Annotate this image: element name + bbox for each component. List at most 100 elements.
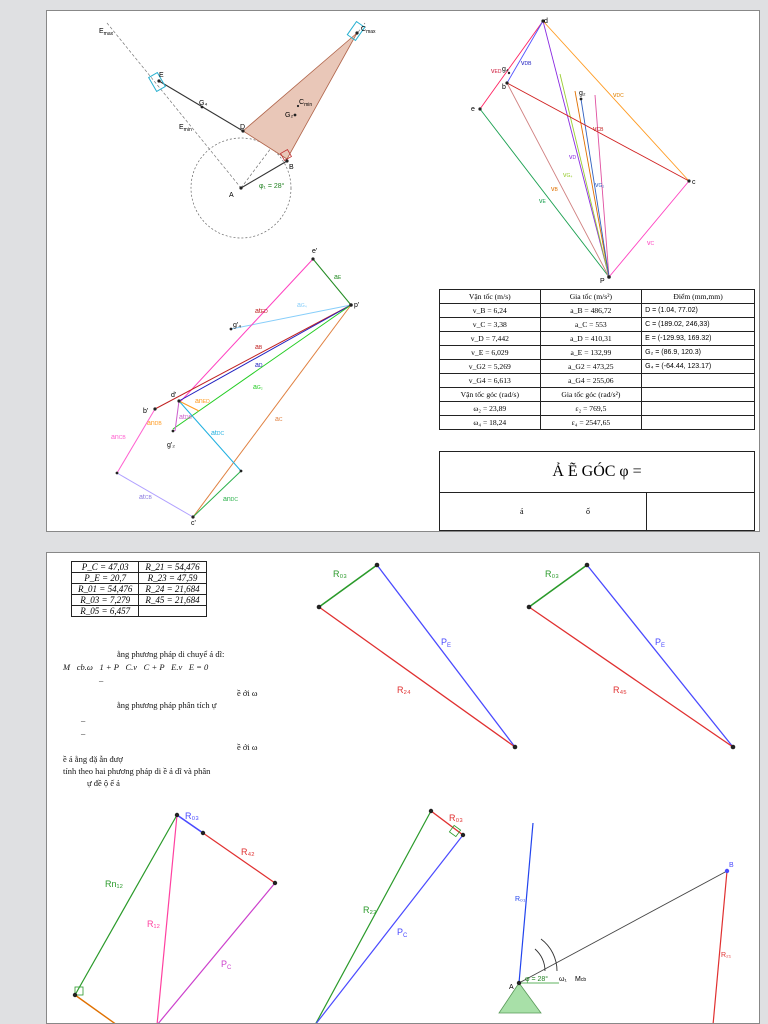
svg-text:vED: vED	[491, 68, 502, 75]
slider-b	[279, 148, 293, 162]
svg-text:vCB: vCB	[593, 126, 604, 133]
svg-text:atDB: atDB	[179, 414, 192, 421]
label-emin: E	[179, 124, 184, 131]
label-r24: R₂₄	[397, 685, 411, 695]
point-g4	[200, 105, 204, 109]
label-r03-3: R₀₃	[185, 811, 199, 821]
label-rn12: Rn₁₂	[105, 879, 124, 889]
svg-text:atED: atED	[255, 308, 268, 315]
point-e	[157, 79, 161, 83]
label-r12: R₁₂	[147, 919, 161, 929]
force-polygon-4: R₀₃ R₂₃ PC	[315, 808, 466, 1023]
svg-text:PC: PC	[221, 959, 232, 971]
svg-text:atDC: atDC	[211, 430, 224, 437]
label-r23: R₂₃	[363, 905, 377, 915]
point-c	[355, 31, 359, 35]
svg-text:vG₂: vG₂	[595, 182, 604, 189]
text-line: ằng phương pháp di chuyể á dĩ:	[117, 649, 225, 659]
acc-label-e: e'	[312, 248, 317, 255]
point-a	[239, 186, 243, 190]
svg-text:aG₂: aG₂	[253, 384, 263, 391]
label-r45: R₄₅	[613, 685, 627, 695]
svg-text:Mcb: Mcb	[575, 976, 586, 983]
table-angular-header-row: Vận tốc góc (rad/s)Gia tốc góc (rad/s²)	[439, 387, 755, 402]
label-r42: R₄₂	[241, 847, 255, 857]
signature-block: ả ố	[439, 493, 755, 531]
page-1: Emax Emin E G₄ D Cmax Cmin G₂ B A φ₁ = 2…	[46, 10, 760, 532]
text-line: –	[81, 728, 86, 738]
crank-circle	[190, 137, 292, 239]
slider-e	[147, 71, 167, 93]
svg-text:atCB: atCB	[139, 494, 152, 501]
link-de	[158, 80, 244, 132]
point-b	[285, 159, 289, 163]
point-d	[241, 129, 245, 133]
svg-text:Emin: Emin	[179, 124, 192, 133]
svg-text:Cmax: Cmax	[361, 26, 376, 35]
slider-guide-line	[106, 22, 242, 189]
label-r03-2: R₀₃	[545, 569, 559, 579]
label-b: B	[289, 164, 294, 171]
vel-label-g4: g₄	[502, 66, 509, 73]
text-line: –	[99, 675, 104, 685]
crank-ab	[240, 160, 288, 189]
link-2-triangle	[242, 32, 358, 160]
vel-label-c: c	[692, 179, 696, 186]
acc-label-b: b'	[143, 408, 148, 415]
svg-text:anED: anED	[195, 398, 210, 405]
text-line: tính theo hai phương pháp di ề ả dĩ và p…	[63, 766, 211, 776]
force-polygon-1: R₀₃ PE R₂₄	[316, 562, 518, 750]
svg-text:anCB: anCB	[111, 434, 126, 441]
label-phi: φ₁ = 28°	[259, 182, 285, 190]
label-omega1: ω₁	[559, 976, 567, 983]
svg-text:PE: PE	[655, 637, 665, 649]
label-r01: R₀₁	[515, 896, 526, 903]
point-g2	[293, 113, 297, 117]
label-g2: G₂	[285, 112, 293, 119]
label-cmin: C	[299, 99, 304, 106]
table-row: R_05 = 6,457	[70, 605, 207, 617]
label-b-page2: B	[729, 862, 734, 869]
svg-text:anDC: anDC	[223, 496, 238, 503]
svg-text:vD: vD	[569, 154, 577, 161]
svg-text:aC: aC	[275, 416, 283, 423]
force-polygon-3: R₀₃ R₄₂ Rn₁₂ R₁₂ PC	[72, 811, 278, 1023]
svg-text:Cmin: Cmin	[299, 99, 312, 108]
text-line: ự đề ộ ế ả	[87, 778, 120, 788]
equation-line: M⃗cb.ω⃗1 + P⃗C.v⃗C + P⃗E.v⃗E = 0	[63, 662, 209, 672]
svg-text:vG₄: vG₄	[563, 172, 572, 179]
mechanism-diagram: Emax Emin E G₄ D Cmax Cmin G₂ B A φ₁ = 2…	[99, 20, 376, 239]
vel-label-d: d	[544, 18, 548, 25]
crank-free-body: A B R₀₁ R₂₁ φ = 28° ω₁ Mcb	[498, 822, 734, 1023]
kinematics-table: Vận tốc (m/s) Gia tốc (m/s²) Điểm (mm,mm…	[439, 289, 755, 430]
svg-text:vE: vE	[539, 198, 547, 205]
text-line: –	[81, 715, 86, 725]
svg-text:aE: aE	[334, 274, 342, 281]
svg-text:aB: aB	[255, 344, 263, 351]
slider-c	[346, 20, 366, 42]
acc-label-d: d'	[171, 392, 176, 399]
svg-text:vDC: vDC	[613, 92, 624, 99]
label-r03-1: R₀₃	[333, 569, 347, 579]
svg-text:aD: aD	[255, 362, 263, 369]
text-line: ằng phương pháp phân tích ự	[117, 700, 217, 710]
velocity-diagram: d b e g₄ g₂ c P vDB vED vDC vCB vD vG₄ v…	[471, 18, 696, 285]
label-r03-4: R₀₃	[449, 813, 463, 823]
vel-label-g2: g₂	[579, 90, 586, 97]
label-e: E	[159, 72, 164, 79]
svg-text:vB: vB	[551, 186, 559, 193]
label-g4: G₄	[199, 100, 207, 107]
acc-label-c: c'	[191, 520, 196, 527]
text-line: ề ả ằng đặ ẫn đượ	[63, 754, 123, 764]
svg-text:PE: PE	[441, 637, 451, 649]
